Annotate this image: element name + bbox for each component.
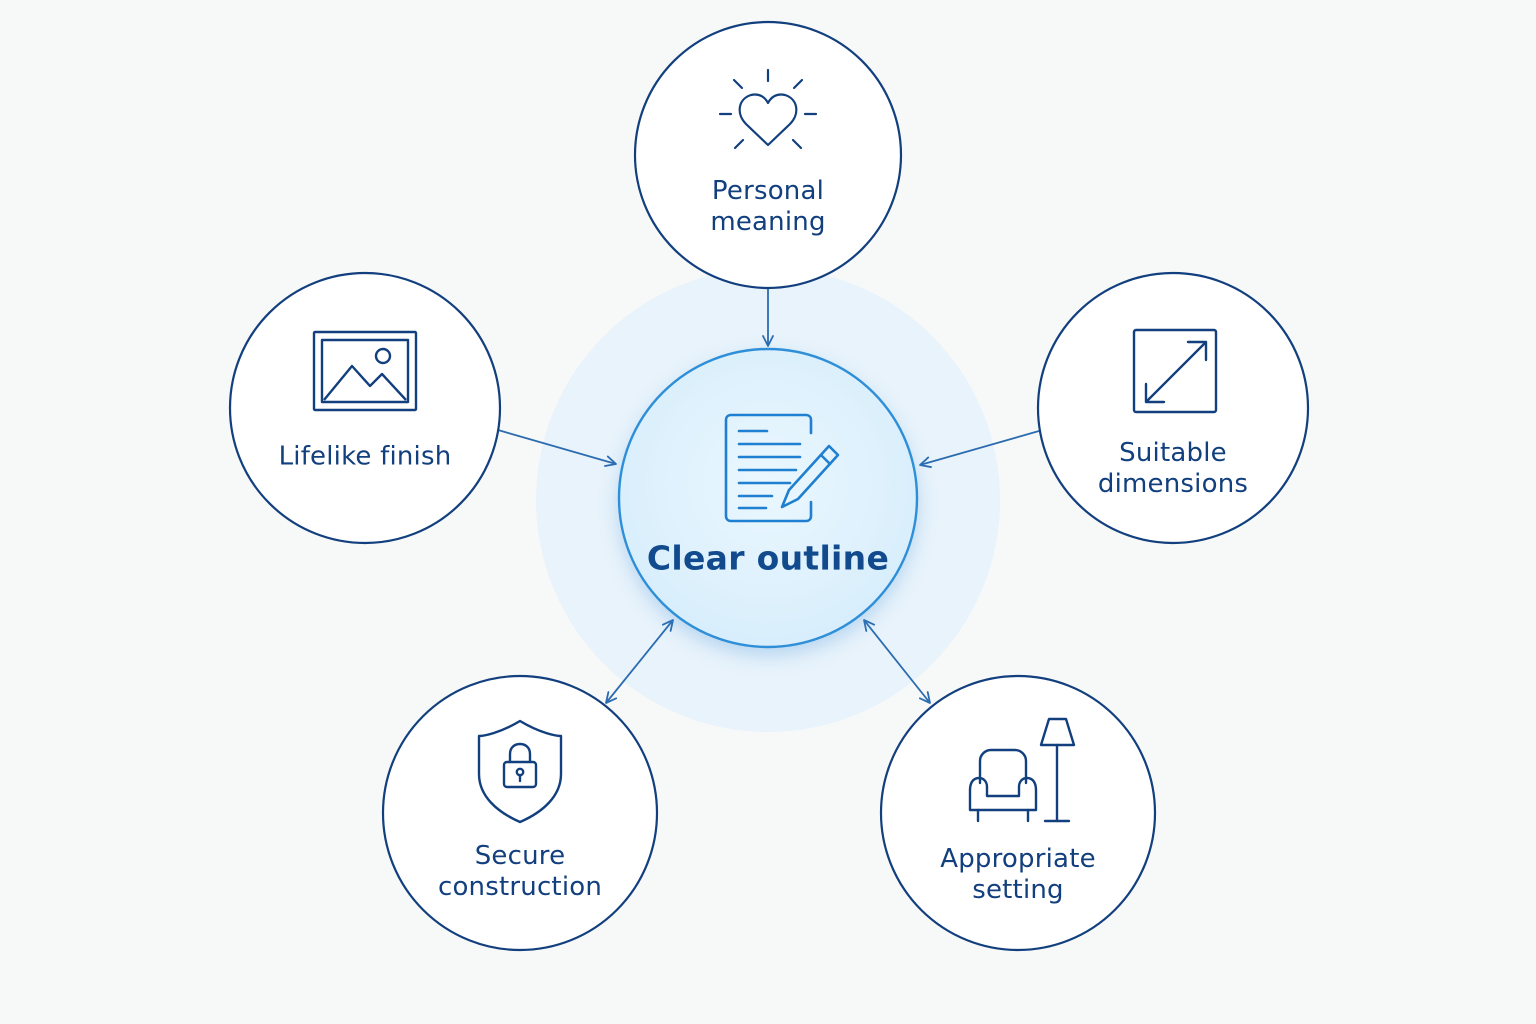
connector-secure-construction <box>605 619 674 704</box>
document-edit-icon <box>724 413 840 523</box>
center-circle <box>617 347 919 649</box>
node-circle <box>228 271 502 545</box>
label-line: Lifelike finish <box>278 441 452 472</box>
label-line: setting <box>972 875 1064 905</box>
label-line: Suitable <box>1119 438 1227 468</box>
label-line: Secure <box>474 841 566 871</box>
node-label-appropriate-setting: Appropriate setting <box>940 844 1096 906</box>
node-clear-outline <box>617 347 919 649</box>
node-appropriate-setting <box>879 674 1157 952</box>
node-circle <box>633 20 903 290</box>
node-label-lifelike-finish: Lifelike finish <box>279 442 452 473</box>
node-circle <box>381 674 659 952</box>
connector-appropriate-setting <box>863 619 931 704</box>
node-label-personal-meaning: Personal meaning <box>710 176 825 238</box>
node-suitable-dimensions <box>1036 271 1310 545</box>
node-lifelike-finish <box>228 271 502 545</box>
label-line: construction <box>437 872 603 902</box>
node-label-suitable-dimensions: Suitable dimensions <box>1098 438 1248 500</box>
connector-lifelike-finish <box>497 429 617 467</box>
node-label-secure-construction: Secure construction <box>438 841 602 903</box>
armchair-lamp-icon <box>968 717 1076 823</box>
heart-sparkle-icon <box>718 68 818 150</box>
node-secure-construction <box>381 674 659 952</box>
label-line: Appropriate <box>940 844 1096 874</box>
picture-frame-icon <box>312 330 418 412</box>
label-line: dimensions <box>1097 469 1249 499</box>
resize-arrows-icon <box>1132 328 1218 414</box>
connectors <box>497 288 1040 704</box>
node-circle <box>879 674 1157 952</box>
center-label: Clear outline <box>646 538 890 578</box>
shield-lock-icon <box>477 719 563 824</box>
connector-suitable-dimensions <box>919 430 1040 468</box>
label-line: Personal <box>711 176 825 206</box>
node-personal-meaning <box>633 20 903 290</box>
node-circle <box>1036 271 1310 545</box>
label-line: meaning <box>710 207 826 237</box>
